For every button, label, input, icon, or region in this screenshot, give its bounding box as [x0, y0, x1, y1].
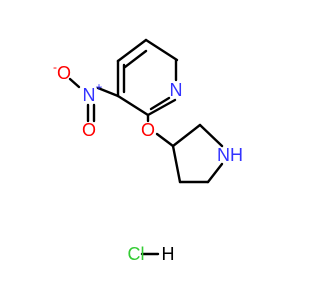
pyridine-nitrogen: N [170, 80, 183, 100]
salt-chlorine: Cl [128, 244, 145, 264]
nitro-oxygen-anion: O [57, 63, 71, 83]
pyrrolidine-ring [171, 123, 224, 184]
nitro-nitrogen: N [83, 85, 96, 105]
nitro-group-bonds [68, 77, 120, 123]
ether-bonds [146, 113, 175, 148]
salt-hydrogen: H [162, 244, 175, 264]
ether-oxygen: O [141, 120, 155, 140]
pyrrolidine-nitrogen: NH [217, 145, 243, 165]
nitro-nitrogen-charge: + [95, 80, 102, 94]
nitro-oxygen: O [82, 120, 96, 140]
molecule-structure: N N + O - O O NH Cl H [53, 38, 243, 264]
nitro-oxygen-charge: - [53, 60, 57, 74]
pyridine-ring [116, 38, 179, 117]
